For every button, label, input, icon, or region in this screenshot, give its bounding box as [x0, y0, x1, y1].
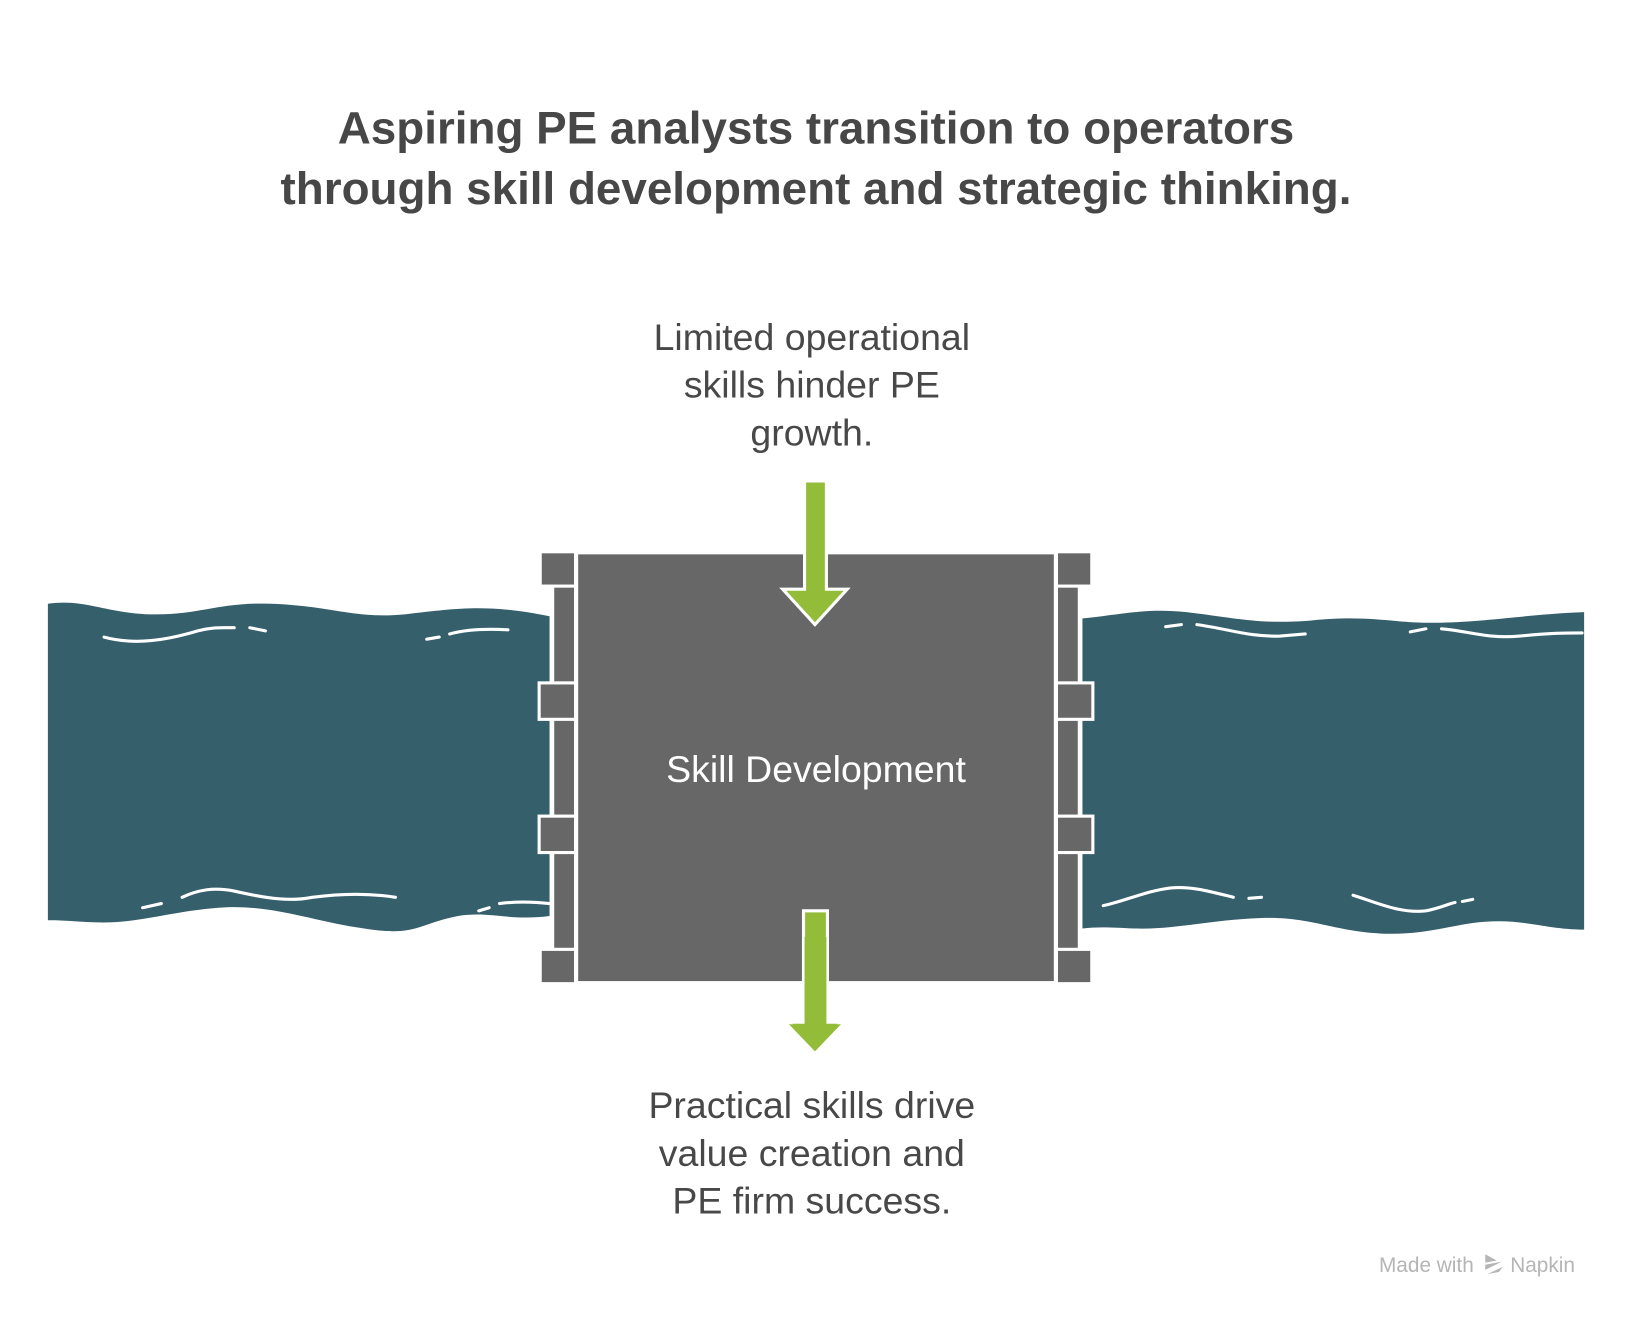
- title-line-1: Aspiring PE analysts transition to opera…: [338, 103, 1295, 154]
- watermark-prefix: Made with: [1379, 1254, 1474, 1277]
- center-label: Skill Development: [666, 748, 966, 790]
- watermark-brand: Napkin: [1510, 1254, 1575, 1277]
- output-text-line-1: Practical skills drive: [648, 1084, 975, 1126]
- river-left: [47, 602, 552, 932]
- input-text-line-1: Limited operational: [654, 316, 970, 358]
- river-right: [1082, 610, 1585, 934]
- output-text-line-2: value creation and: [659, 1132, 965, 1174]
- napkin-logo-icon: [1485, 1254, 1503, 1275]
- input-arrow-icon: [779, 479, 851, 627]
- gate-right-posts: [1054, 550, 1095, 986]
- title-line-2: through skill development and strategic …: [281, 163, 1352, 214]
- watermark: Made with Napkin: [1379, 1254, 1575, 1277]
- gate-left-posts: [537, 550, 578, 986]
- input-text-line-2: skills hinder PE: [684, 364, 940, 406]
- output-text-line-3: PE firm success.: [672, 1180, 951, 1222]
- input-text-line-3: growth.: [750, 412, 873, 454]
